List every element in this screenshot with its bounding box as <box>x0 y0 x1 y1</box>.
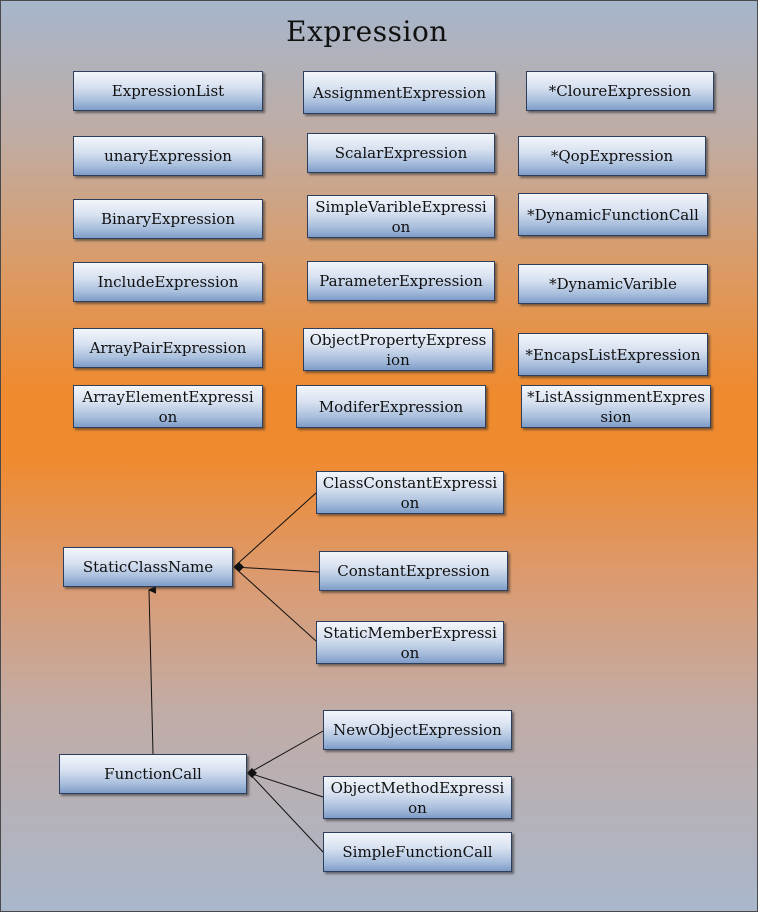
box-label: AssignmentExpression <box>312 83 487 102</box>
box-include-expression: IncludeExpression <box>73 262 263 302</box>
box-label: IncludeExpression <box>97 273 239 291</box>
box-new-object-expression: NewObjectExpression <box>323 710 512 750</box>
box-parameter-expression: ParameterExpression <box>307 261 495 301</box>
box-label: *DynamicVarible <box>549 275 677 293</box>
box-constant-expression: ConstantExpression <box>319 551 508 591</box>
aggregation-diamond-function <box>247 768 257 778</box>
box-label: *ListAssignmentExpression <box>527 387 705 426</box>
box-array-element-expression: ArrayElementExpression <box>73 385 263 428</box>
box-label: ClassConstantExpression <box>322 473 498 512</box>
box-label: BinaryExpression <box>100 210 235 228</box>
box-label: *DynamicFunctionCall <box>527 205 699 224</box>
box-label: SimpleFunctionCall <box>342 843 493 861</box>
connector-static-to-static-member <box>233 566 317 642</box>
box-cloure-expression: *CloureExpression <box>526 71 714 111</box>
box-simple-function-call: SimpleFunctionCall <box>323 832 512 872</box>
box-label: FunctionCall <box>104 765 202 783</box>
box-simple-varible-expression: SimpleVaribleExpression <box>307 195 495 238</box>
connector-function-to-simple-function <box>248 772 324 853</box>
box-object-property-expression: ObjectPropertyExpression <box>303 328 493 371</box>
box-scalar-expression: ScalarExpression <box>307 133 495 173</box>
box-list-assignment-expression: *ListAssignmentExpression <box>521 385 711 428</box>
box-label: NewObjectExpression <box>333 721 502 739</box>
box-expression-list: ExpressionList <box>73 71 263 111</box>
box-label: *QopExpression <box>550 147 674 165</box>
box-label: ArrayElementExpression <box>82 387 254 426</box>
diagram-title: Expression <box>286 15 448 48</box>
box-label: StaticMemberExpression <box>323 623 497 662</box>
box-label: *EncapsListExpression <box>525 345 701 364</box>
box-label: ModiferExpression <box>318 397 464 416</box>
box-dynamic-varible: *DynamicVarible <box>518 264 708 304</box>
box-modifer-expression: ModiferExpression <box>296 385 486 428</box>
connector-function-to-static-class <box>148 585 157 755</box>
box-label: ArrayPairExpression <box>89 339 247 357</box>
box-label: ParameterExpression <box>319 272 483 290</box>
box-label: ConstantExpression <box>337 562 490 580</box>
connector-function-to-object-method <box>248 772 324 798</box>
box-label: unaryExpression <box>104 147 232 165</box>
aggregation-diamond-static <box>234 562 244 572</box>
box-static-class-name: StaticClassName <box>63 547 233 587</box>
box-static-member-expression: StaticMemberExpression <box>316 621 504 664</box>
box-object-method-expression: ObjectMethodExpression <box>323 776 512 819</box>
box-label: ExpressionList <box>111 82 225 100</box>
box-binary-expression: BinaryExpression <box>73 199 263 239</box>
box-unary-expression: unaryExpression <box>73 136 263 176</box>
box-label: SimpleVaribleExpression <box>315 197 487 236</box>
connector-function-to-new-object <box>248 730 324 774</box>
box-label: ObjectPropertyExpression <box>309 330 487 369</box>
box-function-call: FunctionCall <box>59 754 247 794</box>
box-qop-expression: *QopExpression <box>518 136 706 176</box>
connector-static-to-class-constant <box>233 492 317 568</box>
box-label: ObjectMethodExpression <box>330 778 505 817</box>
box-encaps-list-expression: *EncapsListExpression <box>518 333 708 376</box>
box-label: StaticClassName <box>82 558 214 576</box>
box-class-constant-expression: ClassConstantExpression <box>316 471 504 514</box>
box-assignment-expression: AssignmentExpression <box>303 71 496 114</box>
box-dynamic-function-call: *DynamicFunctionCall <box>518 193 708 236</box>
box-array-pair-expression: ArrayPairExpression <box>73 328 263 368</box>
box-label: ScalarExpression <box>334 144 468 162</box>
connector-static-to-constant <box>233 566 320 573</box>
box-label: *CloureExpression <box>548 82 692 100</box>
